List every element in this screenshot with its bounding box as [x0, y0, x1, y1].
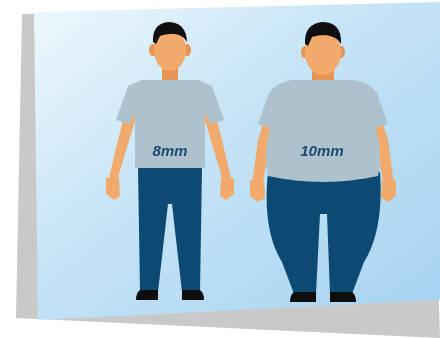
heavy-right-shoe: [330, 292, 356, 302]
heavy-shirt: [258, 80, 388, 182]
heavy-left-shoe: [290, 292, 316, 302]
heavy-label: 10mm: [300, 143, 343, 160]
slim-left-shoe: [136, 290, 158, 300]
slim-right-shoe: [182, 290, 204, 300]
slim-label: 8mm: [152, 143, 187, 160]
